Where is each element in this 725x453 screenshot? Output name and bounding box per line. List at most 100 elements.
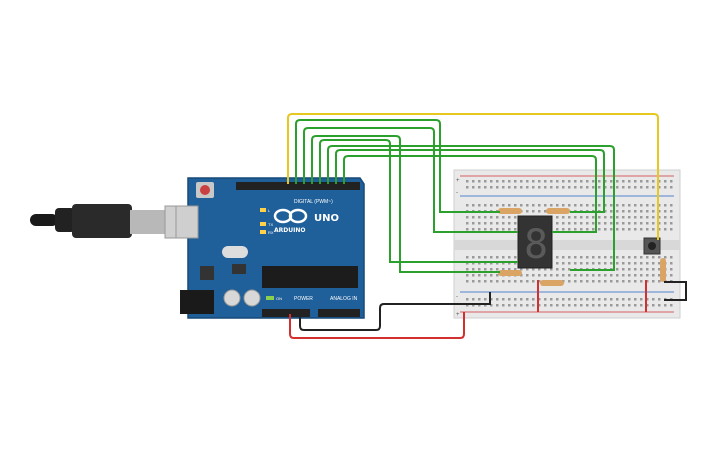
breadboard-hole — [634, 280, 637, 283]
breadboard-hole — [598, 228, 601, 231]
breadboard-hole — [634, 180, 637, 183]
breadboard-hole — [634, 216, 637, 219]
breadboard-hole — [670, 222, 673, 225]
breadboard-hole — [628, 186, 631, 189]
breadboard-hole — [472, 280, 475, 283]
breadboard-hole — [568, 268, 571, 271]
breadboard-hole — [640, 222, 643, 225]
breadboard-hole — [472, 228, 475, 231]
breadboard-hole — [622, 262, 625, 265]
breadboard-hole — [598, 298, 601, 301]
breadboard[interactable]: + - - + — [453, 169, 681, 319]
breadboard-hole — [664, 204, 667, 207]
analog-header-label: ANALOG IN — [330, 296, 358, 302]
breadboard-hole — [544, 304, 547, 307]
breadboard-hole — [598, 280, 601, 283]
resistor — [498, 270, 522, 276]
breadboard-hole — [490, 268, 493, 271]
breadboard-hole — [472, 304, 475, 307]
push-button-cap[interactable] — [648, 242, 656, 250]
breadboard-hole — [586, 256, 589, 259]
rail-plus-label-bottom: + — [456, 312, 460, 318]
push-button[interactable] — [643, 237, 661, 255]
breadboard-hole — [640, 256, 643, 259]
arduino-board[interactable]: ARDUINO UNO DIGITAL (PWM~) POWER ANALOG … — [175, 177, 365, 319]
breadboard-hole — [466, 262, 469, 265]
breadboard-hole — [580, 256, 583, 259]
breadboard-hole — [472, 186, 475, 189]
breadboard-hole — [586, 180, 589, 183]
breadboard-hole — [646, 222, 649, 225]
breadboard-hole — [622, 280, 625, 283]
breadboard-hole — [670, 256, 673, 259]
breadboard-hole — [652, 274, 655, 277]
breadboard-hole — [472, 204, 475, 207]
power-jack — [180, 290, 214, 314]
breadboard-hole — [466, 256, 469, 259]
breadboard-hole — [616, 256, 619, 259]
breadboard-hole — [640, 210, 643, 213]
breadboard-hole — [490, 180, 493, 183]
breadboard-hole — [658, 204, 661, 207]
crystal — [222, 246, 248, 258]
breadboard-hole — [568, 204, 571, 207]
breadboard-hole — [652, 210, 655, 213]
breadboard-hole — [640, 262, 643, 265]
breadboard-hole — [628, 298, 631, 301]
breadboard-hole — [658, 256, 661, 259]
breadboard-hole — [586, 216, 589, 219]
breadboard-hole — [634, 304, 637, 307]
breadboard-hole — [526, 298, 529, 301]
digital-header-label: DIGITAL (PWM~) — [294, 199, 333, 205]
breadboard-hole — [574, 304, 577, 307]
breadboard-hole — [508, 298, 511, 301]
breadboard-hole — [640, 268, 643, 271]
breadboard-hole — [652, 298, 655, 301]
breadboard-hole — [640, 186, 643, 189]
breadboard-hole — [616, 210, 619, 213]
led-on-label: ON — [276, 296, 282, 301]
breadboard-hole — [538, 180, 541, 183]
breadboard-hole — [664, 186, 667, 189]
breadboard-hole — [652, 216, 655, 219]
breadboard-hole — [580, 222, 583, 225]
breadboard-hole — [628, 256, 631, 259]
breadboard-hole — [622, 256, 625, 259]
seven-segment-display[interactable]: 8 — [517, 215, 553, 269]
breadboard-hole — [508, 180, 511, 183]
breadboard-hole — [598, 180, 601, 183]
breadboard-hole — [646, 280, 649, 283]
capacitor — [243, 289, 261, 307]
breadboard-hole — [568, 216, 571, 219]
breadboard-hole — [652, 180, 655, 183]
breadboard-hole — [478, 222, 481, 225]
breadboard-hole — [640, 280, 643, 283]
breadboard-hole — [622, 210, 625, 213]
breadboard-hole — [634, 222, 637, 225]
breadboard-hole — [604, 256, 607, 259]
reset-button-cap[interactable] — [200, 185, 210, 195]
breadboard-hole — [664, 210, 667, 213]
breadboard-hole — [562, 262, 565, 265]
breadboard-hole — [598, 274, 601, 277]
breadboard-hole — [598, 262, 601, 265]
wire-green — [343, 155, 597, 233]
breadboard-hole — [502, 204, 505, 207]
breadboard-hole — [592, 280, 595, 283]
breadboard-hole — [616, 180, 619, 183]
breadboard-hole — [520, 204, 523, 207]
breadboard-hole — [580, 262, 583, 265]
breadboard-hole — [526, 274, 529, 277]
breadboard-hole — [634, 204, 637, 207]
breadboard-hole — [652, 256, 655, 259]
breadboard-hole — [586, 222, 589, 225]
led-tx — [260, 222, 266, 226]
breadboard-hole — [526, 180, 529, 183]
wire-red — [289, 312, 465, 339]
breadboard-hole — [556, 304, 559, 307]
breadboard-hole — [550, 298, 553, 301]
rail-plus-label-top: + — [456, 178, 460, 184]
breadboard-hole — [508, 256, 511, 259]
breadboard-hole — [514, 216, 517, 219]
breadboard-hole — [610, 210, 613, 213]
